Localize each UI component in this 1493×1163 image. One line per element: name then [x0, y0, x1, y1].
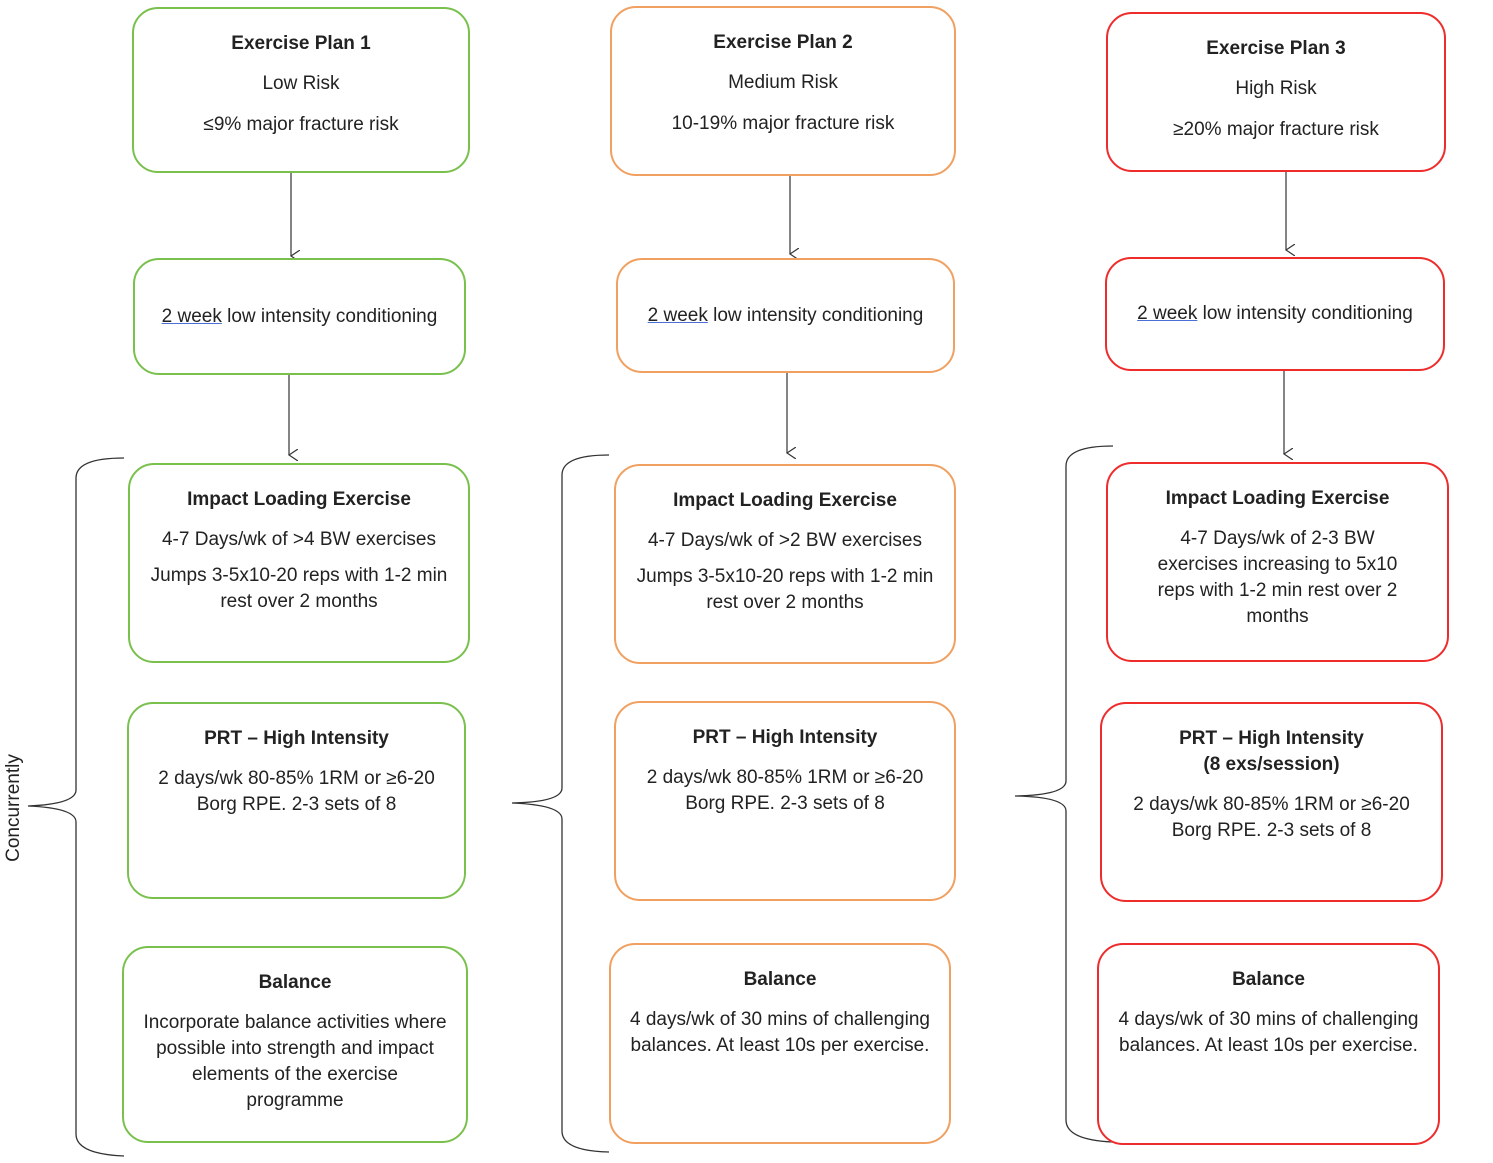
conditioning-rest: low intensity conditioning	[221, 305, 438, 327]
conditioning-text: 2 week low intensity conditioning	[162, 304, 438, 330]
brace-column-3	[1014, 445, 1114, 1143]
prt-2-box: PRT – High Intensity 2 days/wk 80-85% 1R…	[614, 701, 956, 901]
plan-fracture-risk: ≤9% major fracture risk	[203, 114, 399, 135]
plan-title: Exercise Plan 3	[1206, 38, 1346, 59]
balance-3-box: Balance 4 days/wk of 30 mins of challeng…	[1097, 943, 1440, 1145]
conditioning-rest: low intensity conditioning	[1197, 303, 1413, 324]
balance-1-box: Balance Incorporate balance activities w…	[122, 946, 468, 1143]
plan-risk: High Risk	[1235, 78, 1317, 99]
plan-title: Exercise Plan 2	[713, 32, 853, 53]
plan-risk: Medium Risk	[728, 72, 838, 93]
impact-1-box: Impact Loading Exercise 4-7 Days/wk of >…	[128, 463, 470, 663]
balance-2-box: Balance 4 days/wk of 30 mins of challeng…	[609, 943, 951, 1144]
prt-1-box: PRT – High Intensity 2 days/wk 80-85% 1R…	[127, 702, 466, 899]
impact-frequency: 4-7 Days/wk of >4 BW exercises	[161, 529, 436, 550]
conditioning-week: 2 week	[1137, 303, 1198, 324]
impact-jumps: Jumps 3-5x10-20 reps with 1-2 min rest o…	[150, 565, 448, 612]
brace-column-1	[27, 457, 125, 1157]
balance-text: 4 days/wk of 30 mins of challenging bala…	[1118, 1009, 1419, 1056]
conditioning-2-box: 2 week low intensity conditioning	[616, 258, 955, 373]
prt-text: 2 days/wk 80-85% 1RM or ≥6-20 Borg RPE. …	[158, 768, 435, 815]
impact-title: Impact Loading Exercise	[673, 490, 897, 511]
concurrently-label: Concurrently	[3, 754, 24, 862]
plan-fracture-risk: ≥20% major fracture risk	[1173, 119, 1379, 140]
impact-frequency: 4-7 Days/wk of 2-3 BW exercises increasi…	[1157, 528, 1398, 627]
balance-title: Balance	[743, 969, 817, 990]
prt-title: PRT – High Intensity (8 exs/session)	[1179, 728, 1364, 775]
prt-title: PRT – High Intensity	[692, 727, 878, 748]
conditioning-text: 2 week low intensity conditioning	[648, 303, 924, 329]
conditioning-text: 2 week low intensity conditioning	[1137, 301, 1413, 327]
plan-fracture-risk: 10-19% major fracture risk	[671, 113, 895, 134]
plan-title: Exercise Plan 1	[231, 33, 371, 54]
conditioning-3-box: 2 week low intensity conditioning	[1105, 257, 1445, 371]
brace-column-2	[511, 454, 610, 1153]
conditioning-week: 2 week	[161, 305, 222, 327]
plan-risk: Low Risk	[262, 73, 340, 94]
impact-frequency: 4-7 Days/wk of >2 BW exercises	[647, 530, 922, 551]
plan-2-box: Exercise Plan 2 Medium Risk 10-19% major…	[610, 6, 956, 176]
prt-text: 2 days/wk 80-85% 1RM or ≥6-20 Borg RPE. …	[1133, 794, 1410, 841]
prt-title: PRT – High Intensity	[204, 728, 389, 749]
balance-text: Incorporate balance activities where pos…	[143, 1012, 447, 1111]
impact-jumps: Jumps 3-5x10-20 reps with 1-2 min rest o…	[636, 566, 934, 613]
prt-3-box: PRT – High Intensity (8 exs/session) 2 d…	[1100, 702, 1443, 902]
impact-title: Impact Loading Exercise	[187, 489, 411, 510]
balance-title: Balance	[258, 972, 332, 993]
impact-2-box: Impact Loading Exercise 4-7 Days/wk of >…	[614, 464, 956, 664]
balance-text: 4 days/wk of 30 mins of challenging bala…	[630, 1009, 930, 1056]
impact-3-box: Impact Loading Exercise 4-7 Days/wk of 2…	[1106, 462, 1449, 662]
prt-text: 2 days/wk 80-85% 1RM or ≥6-20 Borg RPE. …	[646, 767, 924, 814]
plan-1-box: Exercise Plan 1 Low Risk ≤9% major fract…	[132, 7, 470, 173]
plan-3-box: Exercise Plan 3 High Risk ≥20% major fra…	[1106, 12, 1446, 172]
impact-title: Impact Loading Exercise	[1165, 488, 1390, 509]
conditioning-rest: low intensity conditioning	[707, 304, 924, 326]
conditioning-1-box: 2 week low intensity conditioning	[133, 258, 466, 375]
balance-title: Balance	[1232, 969, 1305, 990]
conditioning-week: 2 week	[647, 304, 708, 326]
